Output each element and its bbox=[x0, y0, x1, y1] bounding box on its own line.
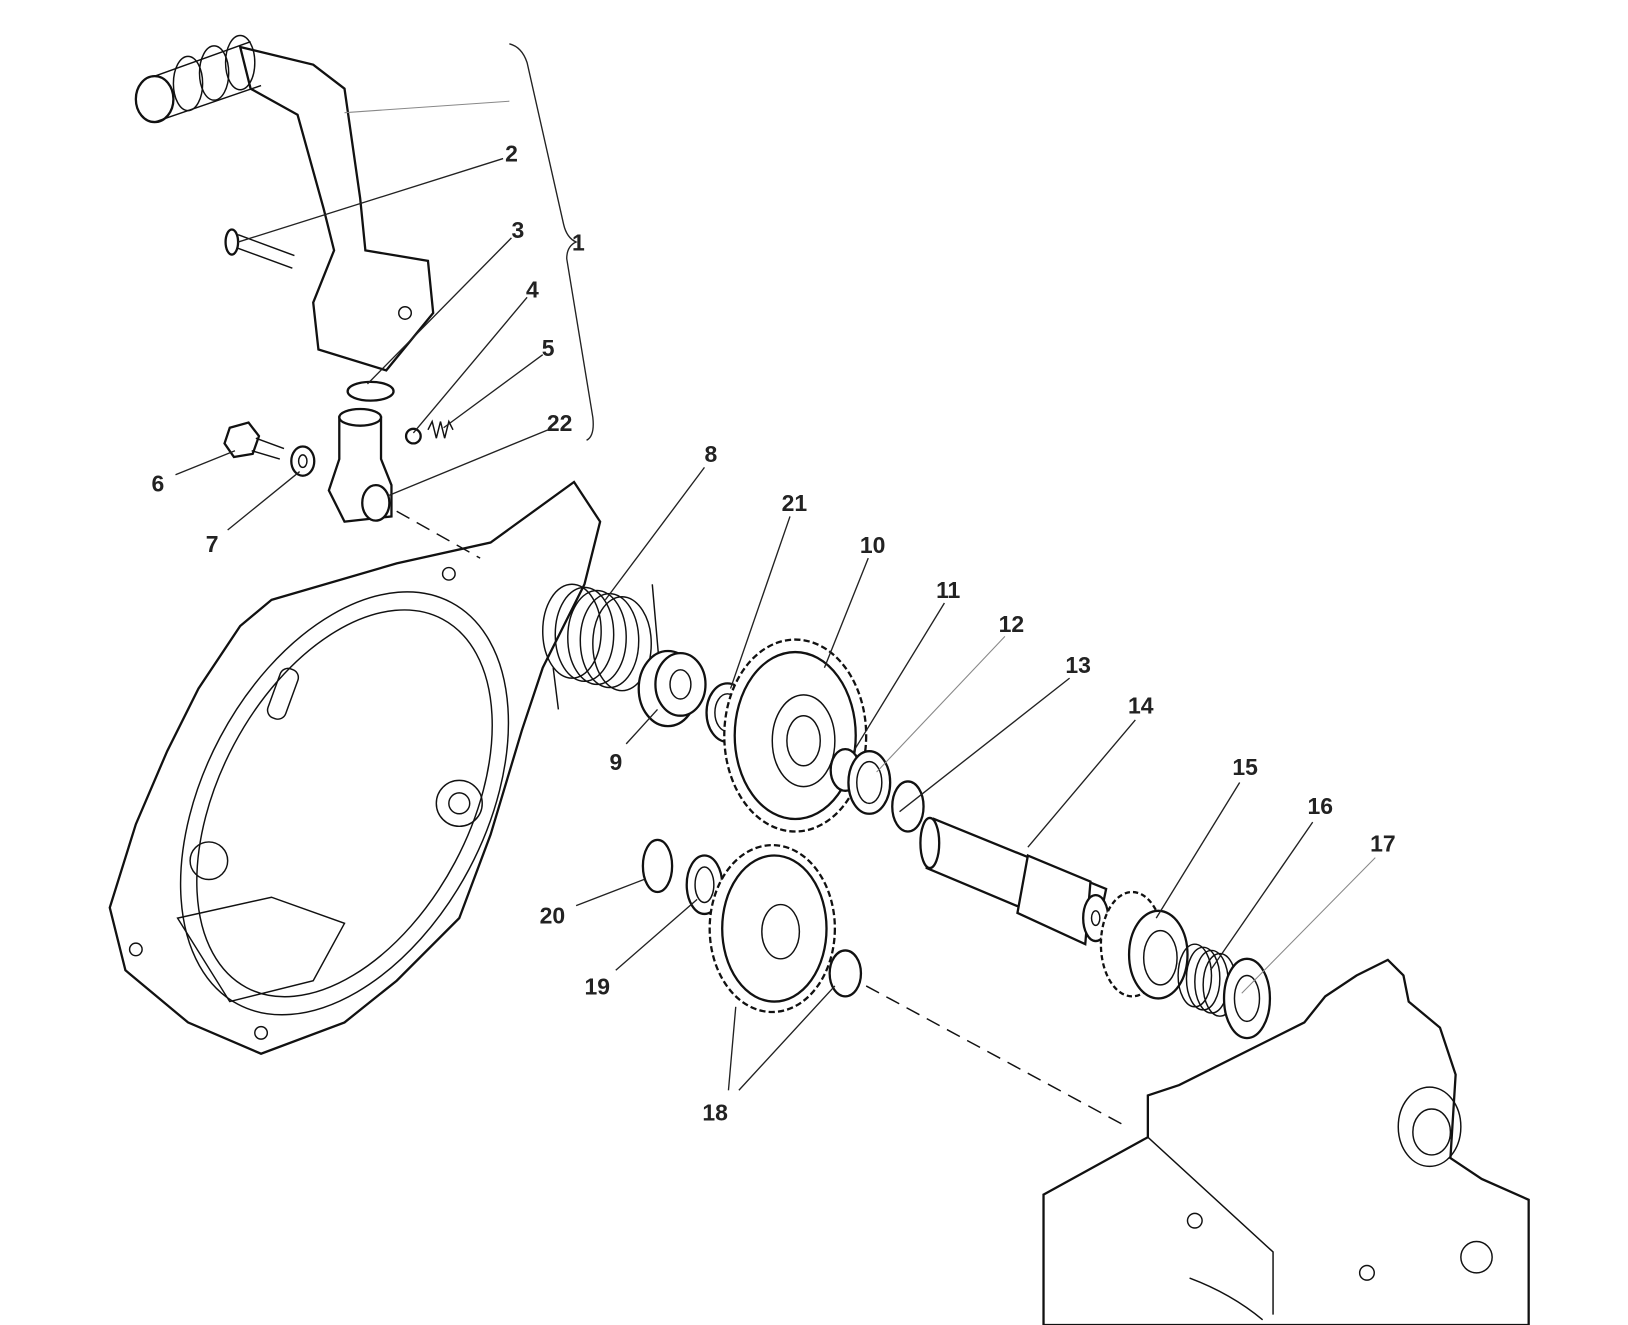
kickstarter-hub bbox=[327, 407, 393, 523]
ratchet bbox=[1099, 890, 1189, 1000]
callout-21: 21 bbox=[782, 490, 808, 516]
callout-7: 7 bbox=[206, 531, 219, 557]
callout-11: 11 bbox=[936, 577, 960, 603]
hub-bolt bbox=[223, 421, 285, 460]
detent-spring bbox=[427, 419, 454, 439]
kickstarter-shaft bbox=[919, 816, 1110, 946]
washer-12 bbox=[847, 750, 892, 815]
callout-8: 8 bbox=[704, 441, 717, 467]
callout-13: 13 bbox=[1065, 652, 1091, 678]
callout-9: 9 bbox=[610, 749, 623, 775]
callout-5: 5 bbox=[542, 335, 555, 361]
circlip-20 bbox=[641, 838, 674, 894]
washer-17 bbox=[1222, 957, 1272, 1040]
callout-3: 3 bbox=[511, 217, 524, 243]
callout-16: 16 bbox=[1307, 793, 1333, 819]
hub-washer bbox=[290, 445, 316, 477]
callout-4: 4 bbox=[526, 276, 539, 302]
callout-17: 17 bbox=[1370, 830, 1396, 856]
callout-1: 1 bbox=[572, 229, 585, 255]
callout-18: 18 bbox=[702, 1100, 728, 1126]
callout-6: 6 bbox=[152, 470, 165, 496]
idle-gear-bushing bbox=[828, 949, 863, 998]
o-ring bbox=[346, 380, 395, 402]
idle-gear bbox=[708, 843, 837, 1014]
assembly-bracket bbox=[509, 43, 594, 441]
detent-ball bbox=[404, 427, 422, 445]
circlip-13 bbox=[891, 780, 925, 833]
crankcase bbox=[1042, 958, 1530, 1325]
callout-12: 12 bbox=[999, 611, 1025, 637]
collar bbox=[637, 649, 707, 728]
callout-labels: 1 2 3 4 5 22 6 7 8 21 10 11 12 13 14 15 … bbox=[152, 141, 1396, 1126]
callout-15: 15 bbox=[1232, 754, 1258, 780]
callout-10: 10 bbox=[860, 532, 886, 558]
callout-19: 19 bbox=[584, 973, 610, 999]
callout-20: 20 bbox=[540, 902, 566, 928]
kickstarter-lever bbox=[134, 34, 435, 372]
kickstarter-gear bbox=[723, 638, 868, 833]
clutch-cover bbox=[108, 480, 602, 1055]
callout-14: 14 bbox=[1128, 693, 1154, 719]
leader-lines bbox=[175, 100, 1376, 1091]
callout-2: 2 bbox=[505, 141, 518, 167]
callout-22: 22 bbox=[547, 410, 573, 436]
